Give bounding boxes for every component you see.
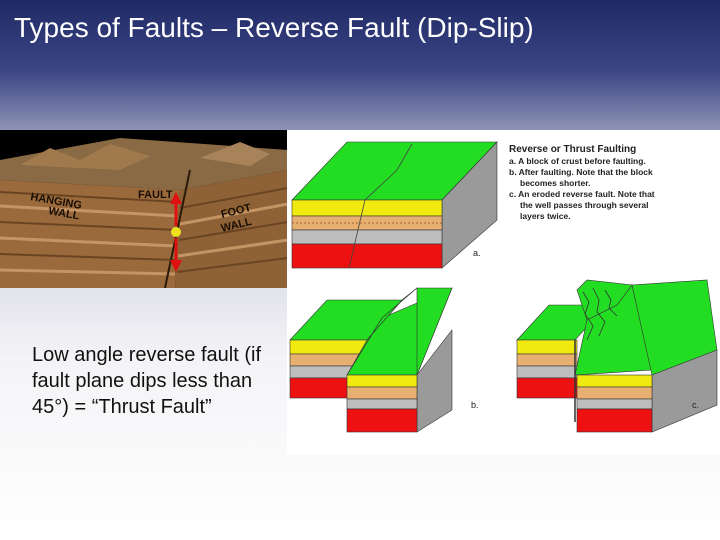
fault-label: FAULT	[138, 189, 173, 201]
block-figure-svg: HANGING WALL FAULT FOOT WALL	[0, 138, 288, 288]
foot-wall-layers	[175, 170, 288, 288]
slip-arrows	[170, 192, 182, 272]
block-b: b.	[289, 287, 479, 433]
label-a: a.	[473, 248, 481, 258]
caption-line-1: a. A block of crust before faulting.	[509, 156, 646, 166]
terrain-surface	[0, 138, 288, 190]
caption-line-2: b. After faulting. Note that the block	[509, 167, 653, 177]
reverse-fault-block-figure: HANGING WALL FAULT FOOT WALL	[0, 130, 288, 288]
terrain-hills	[20, 144, 150, 170]
block-a: a.	[291, 141, 498, 269]
label-b: b.	[471, 400, 479, 410]
terrain-hills-right	[200, 142, 270, 166]
caption-line-4: c. An eroded reverse fault. Note that	[509, 189, 655, 199]
caption-title: Reverse or Thrust Faulting	[509, 144, 636, 155]
caption-line-6: layers twice.	[520, 211, 571, 221]
thrust-faulting-diagram-panel: a. Reverse or Thrust Faulting a. A block…	[287, 130, 720, 455]
label-c: c.	[692, 400, 699, 410]
block-c: c.	[516, 279, 718, 433]
caption: Reverse or Thrust Faulting a. A block of…	[509, 144, 655, 221]
diagram-panel-svg: a. Reverse or Thrust Faulting a. A block…	[289, 141, 718, 433]
body-text: Low angle reverse fault (if fault plane …	[32, 344, 262, 418]
slide-title: Types of Faults – Reverse Fault (Dip-Sli…	[14, 12, 534, 43]
caption-line-3: becomes shorter.	[520, 178, 590, 188]
hanging-label-2: WALL	[47, 205, 80, 222]
eroded-scarp	[582, 287, 618, 341]
hanging-wall-layers	[0, 180, 180, 288]
caption-line-5: the well passes through several	[520, 200, 649, 210]
